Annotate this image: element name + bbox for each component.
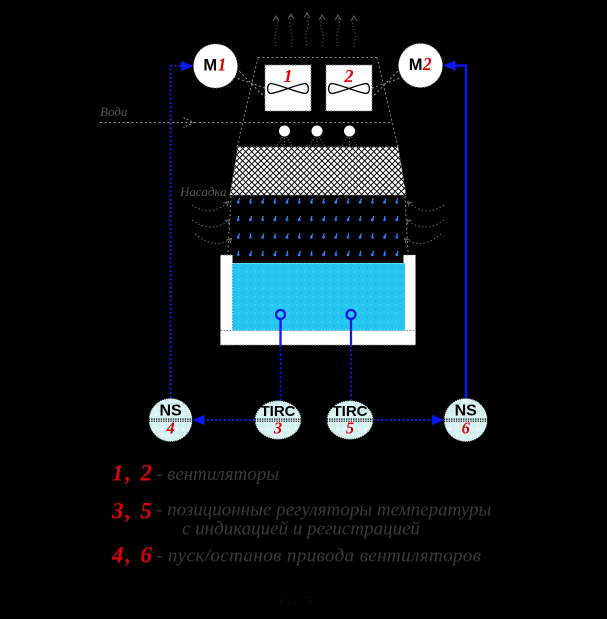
svg-text:3, 5: 3, 5 [111,499,154,524]
svg-text:1, 2: 1, 2 [112,461,154,486]
svg-text:- позиционные регуляторы темпе: - позиционные регуляторы температуры [156,500,492,521]
svg-text:M: M [409,56,423,74]
svg-text:NS: NS [159,403,182,420]
svg-text:Насадка: Насадка [179,184,227,199]
svg-text:4: 4 [165,419,174,438]
svg-text:Вода: Вода [100,104,128,119]
svg-text:1: 1 [284,66,293,86]
svg-text:Рис. 5: Рис. 5 [278,593,313,608]
svg-text:3: 3 [273,419,282,438]
svg-text:5: 5 [346,419,354,438]
svg-text:6: 6 [462,419,471,438]
svg-text:TIRC: TIRC [261,403,296,420]
svg-text:2: 2 [422,54,432,74]
svg-text:1: 1 [218,55,227,75]
svg-text:с индикацией и регистрацией: с индикацией и регистрацией [182,519,421,540]
svg-text:- пуск/останов привода вентиля: - пуск/останов привода вентиляторов [156,546,481,567]
svg-text:TIRC: TIRC [333,403,368,420]
svg-text:M: M [203,57,217,75]
svg-text:4, 6: 4, 6 [111,543,154,568]
svg-text:- вентиляторы: - вентиляторы [156,464,279,485]
svg-text:NS: NS [455,403,478,420]
svg-text:2: 2 [344,66,354,86]
